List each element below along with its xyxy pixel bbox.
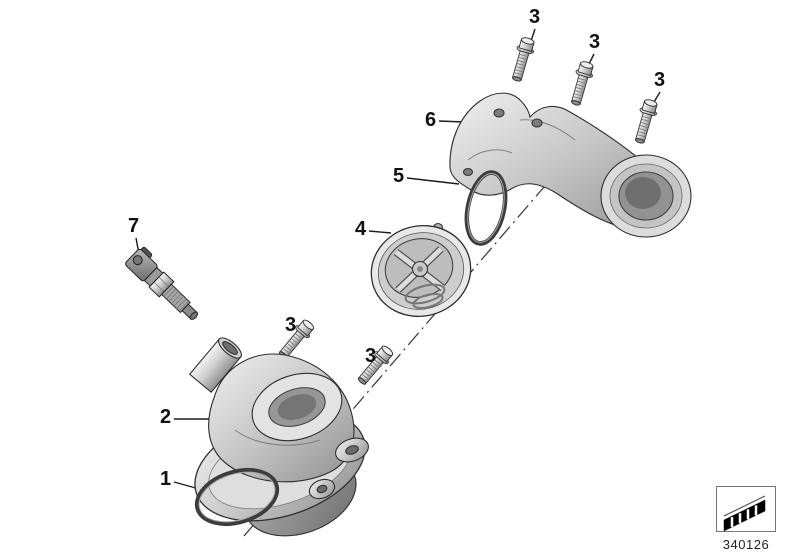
thermostat: [370, 222, 472, 318]
callout-5[interactable]: 5: [393, 165, 405, 187]
callout-4[interactable]: 4: [355, 218, 367, 240]
catalog-logo-box: [716, 486, 776, 532]
callout-3-mid-right[interactable]: 3: [365, 345, 377, 367]
callout-2[interactable]: 2: [160, 406, 172, 428]
callout-3-top-3[interactable]: 3: [654, 69, 666, 91]
callout-3-mid-left[interactable]: 3: [285, 314, 297, 336]
bolt-top-1: [507, 35, 538, 84]
leader-line-5: [406, 177, 460, 185]
leader-line-3d: [588, 53, 595, 65]
callout-3-top-1[interactable]: 3: [529, 6, 541, 28]
callout-7[interactable]: 7: [128, 215, 140, 237]
temperature-sensor: [125, 246, 198, 320]
o-ring-small: [194, 468, 280, 526]
coolant-pump-housing: [188, 337, 369, 537]
part-number: 340126: [722, 537, 770, 552]
catalog-logo-icon: [723, 495, 766, 531]
o-ring-large: [464, 170, 508, 246]
callout-3-top-2[interactable]: 3: [589, 31, 601, 53]
bolt-top-3: [630, 97, 661, 146]
leader-line-6: [438, 120, 465, 123]
bolt-top-2: [566, 59, 597, 108]
callout-6[interactable]: 6: [425, 109, 437, 131]
callout-1[interactable]: 1: [160, 468, 172, 490]
thermostat-housing-cover: [449, 92, 692, 238]
leader-line-4: [368, 230, 392, 234]
leader-line-3e: [653, 91, 661, 103]
